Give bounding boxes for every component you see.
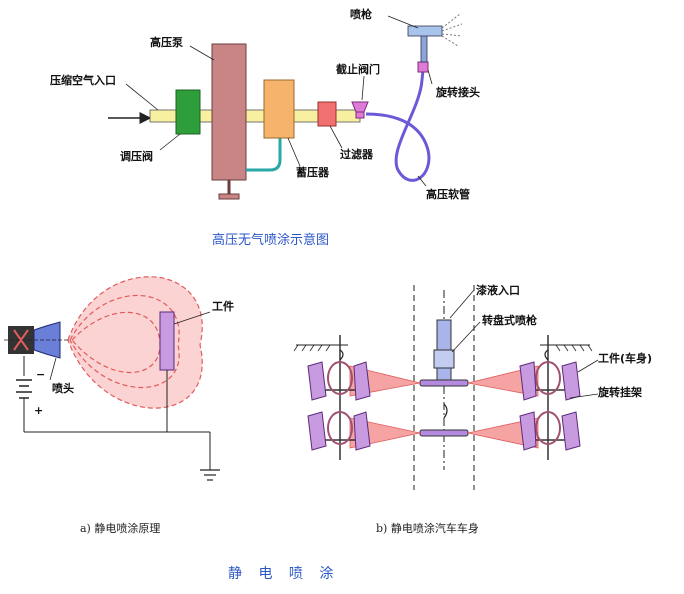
high-pressure-hose-line: [365, 59, 431, 182]
spray-field-outer: [67, 276, 203, 409]
spray-fan-lr: [467, 417, 539, 449]
feed-pipe: [246, 138, 282, 172]
rail-left-hatch: [293, 344, 331, 352]
label-rotary-hanger: 旋转挂架: [597, 385, 642, 399]
hanger-left-loop-1: [327, 361, 353, 395]
leader-rotary-hanger: [569, 393, 599, 399]
rotary-disc-lower: [419, 429, 469, 437]
hook-center: [443, 403, 448, 419]
leader-pump: [189, 45, 215, 61]
label-filter: 过滤器: [340, 147, 374, 161]
workpiece-right-2b: [561, 411, 581, 451]
accumulator-block: [263, 79, 295, 139]
leader-spray-gun: [387, 15, 419, 29]
workpiece-left-2a: [307, 411, 327, 451]
workpiece-left-1b: [353, 361, 371, 401]
label-shutoff-valve: 截止阀门: [336, 62, 380, 76]
leader-nozzle: [49, 357, 57, 381]
label-high-pressure-hose: 高压软管: [426, 187, 470, 201]
caption-airless-spray: 高压无气喷涂示意图: [212, 232, 329, 248]
hook-left: [339, 349, 344, 361]
hanger-right-loop-2: [535, 411, 561, 445]
nozzle-x-mark: [13, 329, 29, 351]
leader-workpiece-body: [577, 359, 599, 373]
airless-spray-diagram: 喷枪 高压泵 截止阀门 压缩空气入口 旋转接头 调压阀 过滤器 蓄压器 高压软管…: [50, 7, 480, 248]
leader-regulator: [159, 133, 181, 151]
hanger-left-loop-2: [327, 411, 353, 445]
leader-rotary-joint: [427, 69, 433, 85]
spray-gun-body: [420, 33, 428, 63]
electrostatic-principle-diagram: 工件 − + 喷头 a) 静电喷涂原理: [4, 276, 234, 535]
label-pressure-regulator: 调压阀: [120, 149, 153, 163]
spray-field-mid: [69, 294, 180, 388]
high-pressure-pump-block: [211, 43, 247, 181]
label-paint-inlet: 漆液入口: [476, 283, 520, 297]
filter-block: [317, 101, 337, 127]
label-high-pressure-pump: 高压泵: [150, 35, 183, 49]
spray-gun-head: [407, 25, 443, 37]
caption-car-body: b) 静电喷涂汽车车身: [376, 521, 479, 535]
label-spray-gun: 喷枪: [350, 7, 372, 21]
label-minus: −: [36, 368, 45, 381]
leader-valve: [361, 75, 365, 101]
label-accumulator: 蓄压器: [296, 165, 330, 179]
hanger-right-loop-1: [535, 361, 561, 395]
rotary-joint-block: [417, 61, 429, 73]
hook-right: [544, 349, 549, 361]
shutoff-valve-stem: [355, 111, 365, 119]
rail-right-hatch: [555, 344, 593, 352]
label-rotary-joint: 旋转接头: [435, 85, 480, 99]
workpiece-right-1a: [519, 361, 537, 401]
workpiece-left-2b: [353, 411, 371, 451]
car-body-spray-diagram: 漆液入口 转盘式喷枪 工件(车身) 旋转挂架 b) 静电喷涂汽车车身: [293, 283, 652, 535]
leader-filter: [329, 125, 343, 149]
workpiece-right-2a: [519, 411, 537, 451]
rotary-gun-cap: [433, 349, 455, 369]
pump-base: [218, 193, 240, 200]
leader-hose: [417, 175, 427, 187]
label-plus: +: [34, 404, 43, 417]
label-compressed-air-inlet: 压缩空气入口: [50, 73, 116, 87]
workpiece-right-1b: [561, 361, 581, 401]
label-rotary-disc-gun: 转盘式喷枪: [482, 313, 537, 327]
caption-principle: a) 静电喷涂原理: [80, 521, 160, 535]
pressure-regulator-block: [175, 89, 201, 135]
leader-rotary-gun: [451, 321, 481, 353]
workpiece-block: [159, 311, 175, 371]
leader-accumulator: [287, 137, 301, 167]
rotary-disc-upper: [419, 379, 469, 387]
label-nozzle: 喷头: [52, 381, 74, 395]
leader-workpiece: [173, 311, 211, 325]
spray-lines: [441, 13, 463, 47]
label-workpiece: 工件: [212, 299, 234, 313]
leader-paint-inlet: [449, 289, 475, 319]
workpiece-left-1a: [307, 361, 327, 401]
leader-air-inlet: [125, 83, 159, 111]
label-workpiece-body: 工件(车身): [598, 351, 652, 365]
main-title: 静 电 喷 涂: [228, 566, 339, 582]
